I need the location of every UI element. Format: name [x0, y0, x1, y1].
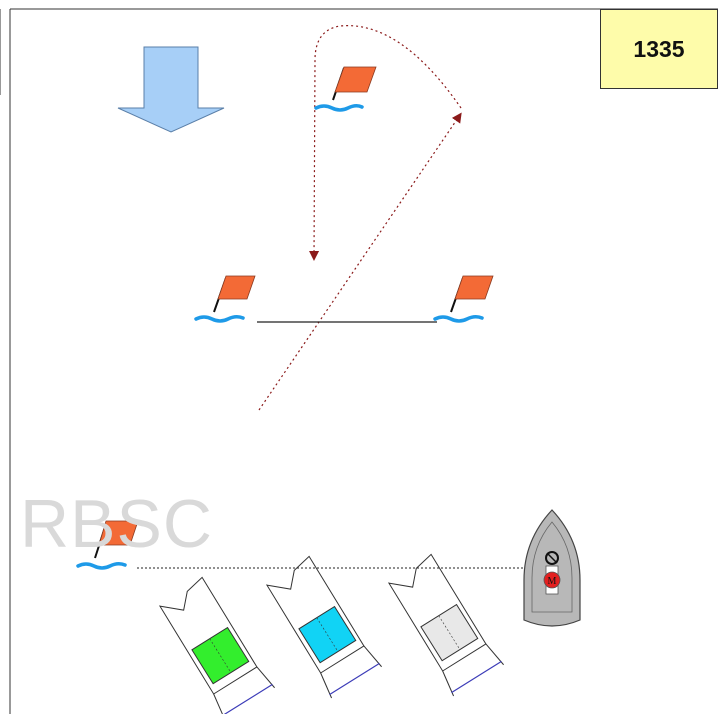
boat-cyan	[262, 555, 382, 698]
gate-mark-left	[196, 276, 255, 321]
committee-boat-letter: M	[548, 576, 557, 587]
diagram-number: 1335	[600, 9, 718, 89]
track-rounding-leg	[314, 26, 461, 258]
boat-green	[155, 576, 275, 714]
boat-white	[384, 553, 504, 696]
boat-sail	[421, 605, 478, 661]
gate-mark-right	[435, 276, 493, 321]
water-icon	[78, 564, 125, 568]
track-upwind-leg	[259, 115, 460, 410]
flag-icon	[455, 276, 493, 299]
committee-boat: M	[524, 510, 580, 626]
watermark-text: RBSC	[20, 485, 213, 563]
water-icon	[196, 317, 243, 321]
water-icon	[435, 317, 482, 321]
boat-sail	[299, 607, 356, 663]
flag-icon	[218, 276, 255, 299]
water-icon	[316, 106, 362, 110]
wind-direction-arrow	[118, 47, 224, 132]
boat-sail	[192, 628, 249, 684]
flag-icon	[335, 67, 376, 92]
windward-mark	[316, 67, 376, 110]
